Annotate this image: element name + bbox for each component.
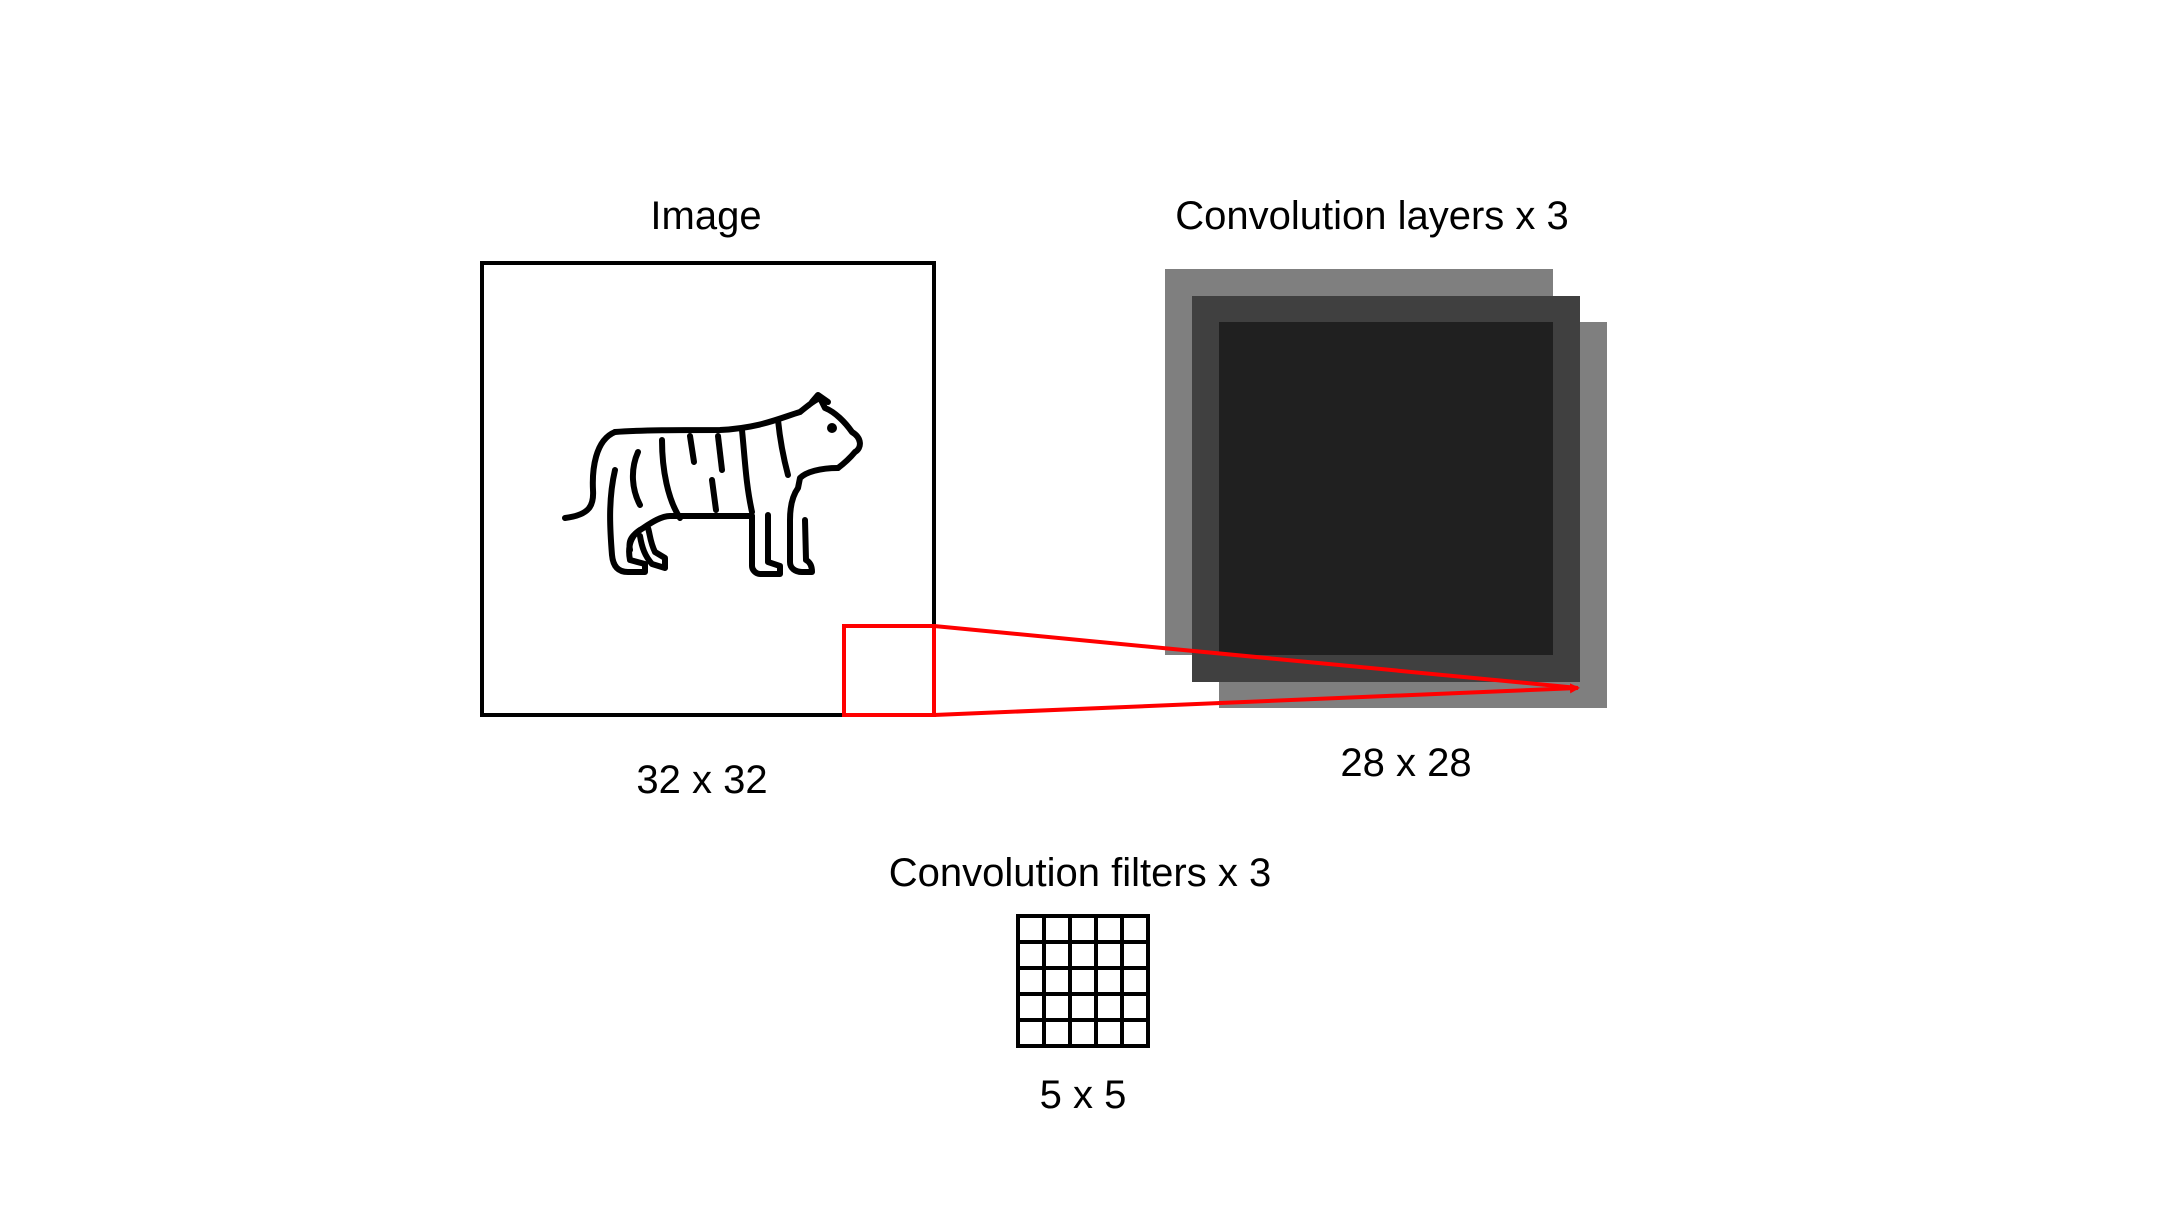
filter-grid-cell xyxy=(1120,1018,1150,1048)
filter-grid-cell xyxy=(1016,940,1046,970)
receptive-field-box xyxy=(842,624,936,717)
input-image-frame xyxy=(480,261,936,717)
image-title: Image xyxy=(650,194,762,238)
filter-grid-cell xyxy=(1016,1018,1046,1048)
filter-grid-cell xyxy=(1016,992,1046,1022)
tiger-icon xyxy=(562,392,863,577)
filter-grid-cell xyxy=(1120,914,1150,944)
filters-title: Convolution filters x 3 xyxy=(888,851,1272,895)
filter-grid-cell xyxy=(1120,940,1150,970)
filter-grid-cell xyxy=(1094,966,1124,996)
filter-grid-cell xyxy=(1120,992,1150,1022)
projection-line-bottom xyxy=(933,683,1580,717)
image-size-label: 32 x 32 xyxy=(636,758,768,802)
filter-grid-cell xyxy=(1016,966,1046,996)
filter-grid xyxy=(1016,914,1150,1048)
filter-grid-cell xyxy=(1042,992,1072,1022)
filters-size-label: 5 x 5 xyxy=(1039,1073,1127,1117)
filter-grid-cell xyxy=(1042,966,1072,996)
filter-grid-cell xyxy=(1042,914,1072,944)
filter-grid-cell xyxy=(1068,966,1098,996)
filter-grid-cell xyxy=(1094,1018,1124,1048)
filter-grid-cell xyxy=(1068,940,1098,970)
filter-grid-cell xyxy=(1068,992,1098,1022)
layers-title: Convolution layers x 3 xyxy=(1175,194,1569,238)
filter-grid-cell xyxy=(1094,914,1124,944)
filter-grid-cell xyxy=(1094,940,1124,970)
filter-grid-cell xyxy=(1068,1018,1098,1048)
convolution-layer-front-core xyxy=(1219,322,1553,655)
layers-size-label: 28 x 28 xyxy=(1340,741,1472,785)
filter-grid-cell xyxy=(1094,992,1124,1022)
filter-grid-cell xyxy=(1120,966,1150,996)
filter-grid-cell xyxy=(1016,914,1046,944)
filter-grid-cell xyxy=(1068,914,1098,944)
filter-grid-cell xyxy=(1042,1018,1072,1048)
projection-line-top xyxy=(933,624,1579,690)
filter-grid-cell xyxy=(1042,940,1072,970)
convolution-layer-middle-overlap xyxy=(1553,322,1580,682)
